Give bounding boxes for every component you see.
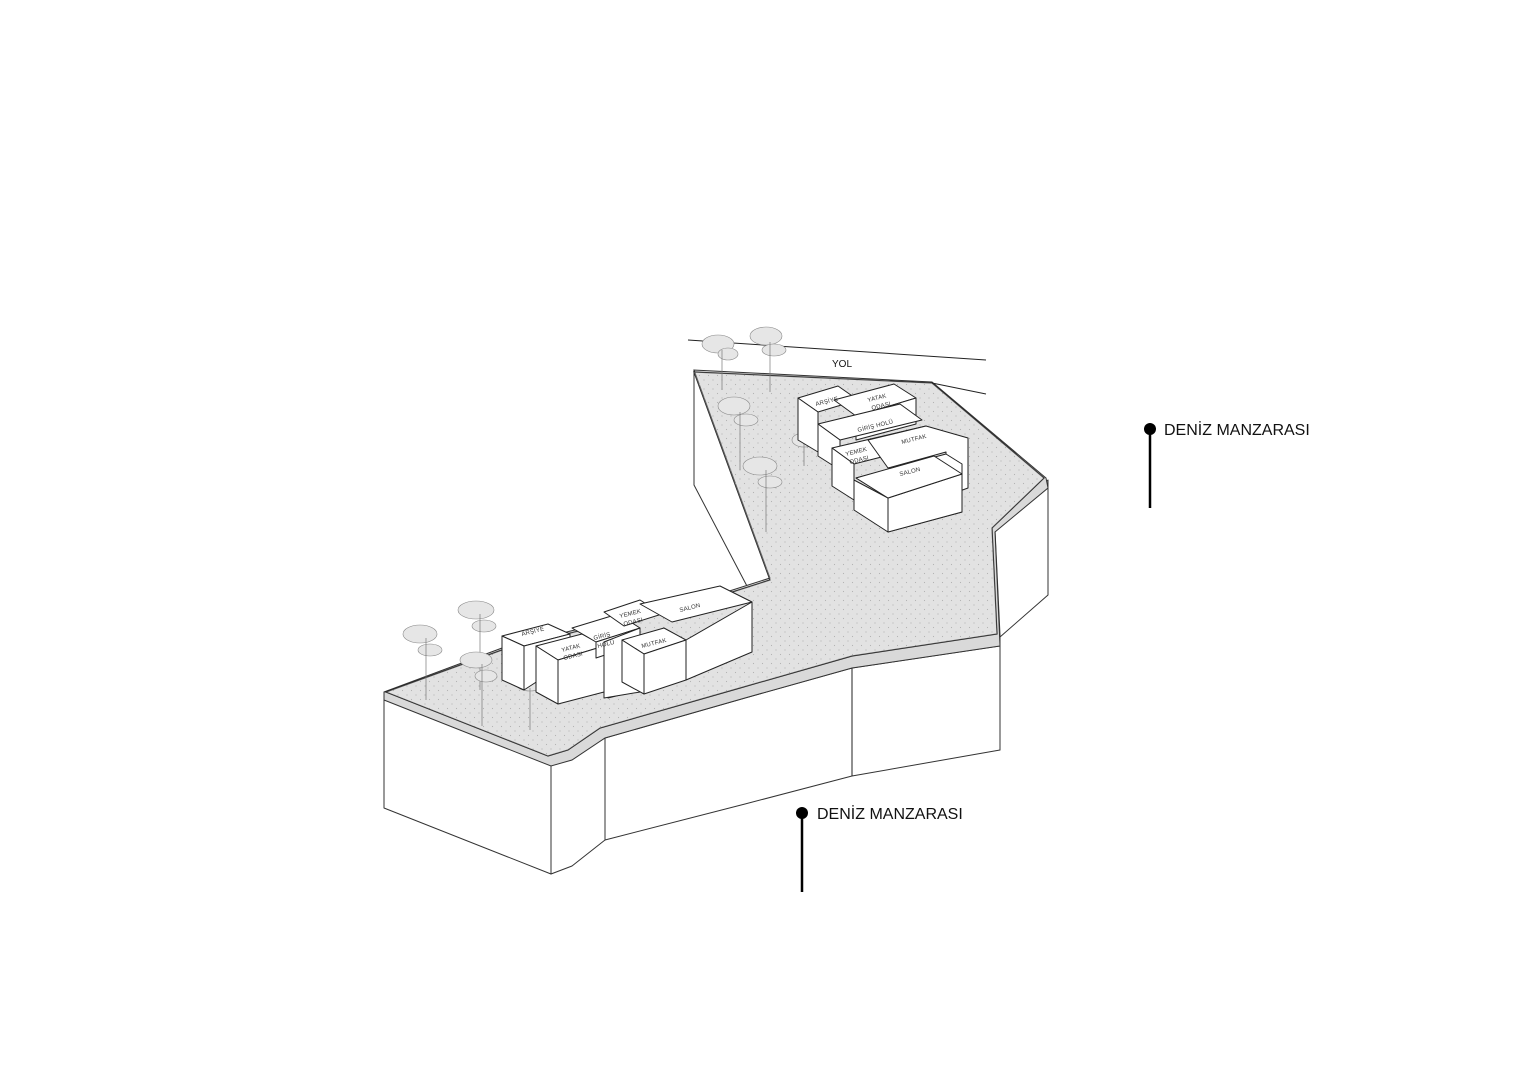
pin-icon [796,807,808,819]
road-edge-north [687,339,987,361]
pin-icon [1144,423,1156,435]
room-label-dining: YEMEK [845,447,868,458]
house-east: ARŞİYE YATAK ODASI GİRİŞ HOLÜ YEMEK ODAS… [797,383,969,533]
room-label-dining-2: ODASI [623,617,644,628]
room-label-bedroom-2: ODASI [871,401,892,412]
road-label: YOL [832,359,852,370]
tree-icon [717,396,759,470]
tree-icon [457,600,497,690]
room-label-bedroom: YATAK [561,643,581,654]
room-label-hall: GİRİŞ [593,631,612,642]
room-label-living: SALON [899,467,921,478]
tree-icon [742,456,783,532]
room-label-dining: YEMEK [619,609,642,620]
room-label-bedroom-2: ODASI [563,651,584,662]
view-label-east: DENİZ MANZARASI [1164,420,1310,439]
tree-icon [402,624,443,700]
room-label-living: SALON [679,603,701,614]
tree-icon [749,326,787,392]
room-label-bedroom: YATAK [867,393,887,404]
road-edge-south [931,382,987,395]
room-label-hall-2: HOLÜ [597,639,616,650]
road: YOL [687,339,987,395]
tree-icon [459,651,498,726]
tree-icon [701,334,739,390]
view-marker-south: DENİZ MANZARASI [796,804,963,892]
view-label-south: DENİZ MANZARASI [817,804,963,823]
house-west: ARŞİYE YATAK ODASI GİRİŞ HOLÜ YEMEK ODAS… [501,585,753,705]
room-label-dining-2: ODASI [849,455,870,466]
view-marker-east: DENİZ MANZARASI [1144,420,1310,508]
